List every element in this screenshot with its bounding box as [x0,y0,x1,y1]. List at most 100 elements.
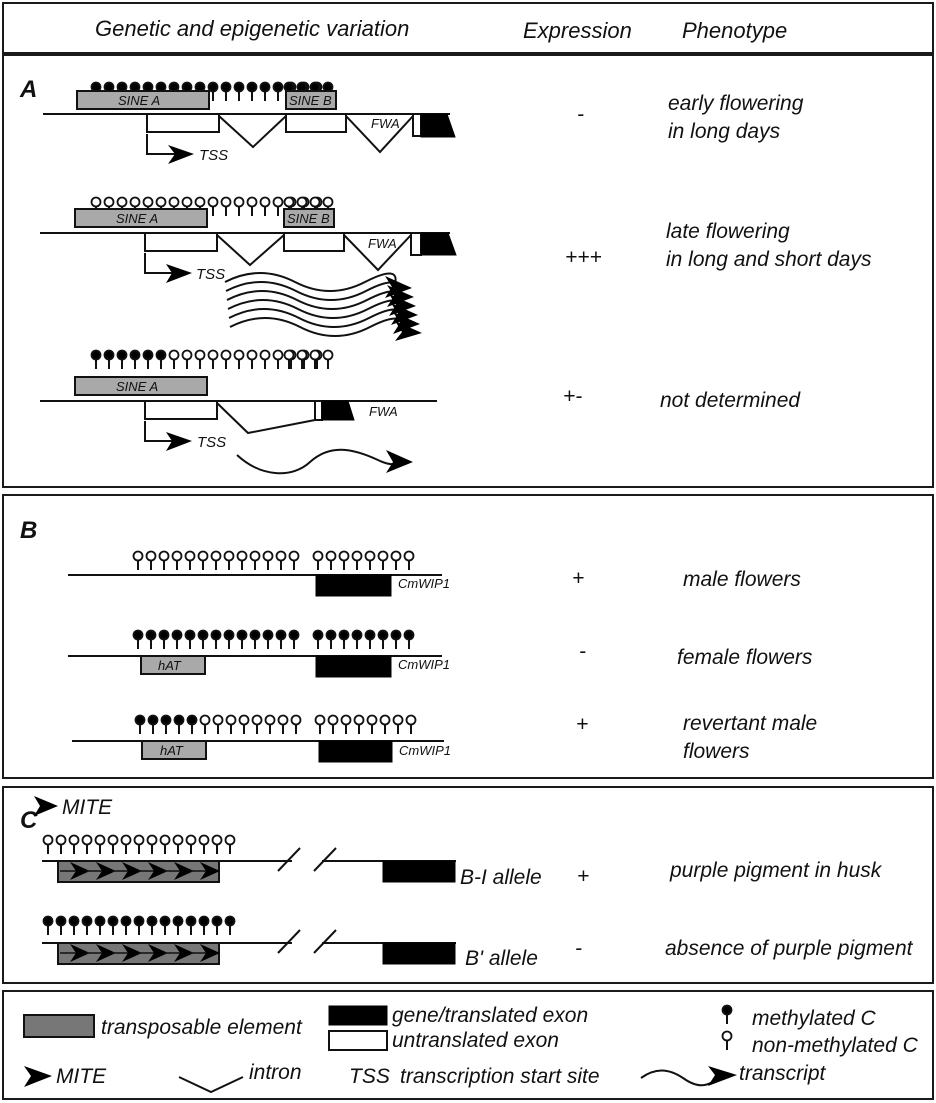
non-methylated-c-head [210,550,222,562]
non-methylated-c-head [392,714,404,726]
methylated-c-head [325,629,337,641]
expression-value: + [576,713,588,736]
mite-icon [24,1066,52,1087]
transcript-arrowhead [393,312,420,334]
methylated-c-head [288,629,300,641]
non-methylated-c-head [171,550,183,562]
panel-b: B CmWIP1 + male flowers hAT CmWIP1 - fem… [2,494,934,779]
header-frame [2,2,934,54]
expression-value: - [575,937,582,960]
translated-exon [321,400,355,421]
intron [216,402,316,435]
non-methylated-c-head [288,550,300,562]
non-methylated-c-head [275,550,287,562]
transcript-arrowhead [385,276,412,298]
phenotype-line-2: in long days [668,120,781,143]
panel-b-letter: B [20,517,37,544]
non-methylated-c-head [142,196,154,208]
translated-exon [382,860,456,883]
non-methylated-c-head [146,834,158,846]
phenotype-line-2: flowers [683,740,750,763]
panel-a: A SINE A SINE B FWA TSS - early flowerin… [2,54,934,488]
legend-te-label: transposable element [101,1016,303,1039]
non-methylated-c-head [236,550,248,562]
mite-arrow [148,862,168,880]
methylated-c-head [210,629,222,641]
hat-element [141,740,207,760]
non-methylated-c-icon [721,1030,733,1050]
non-methylated-c-head [81,834,93,846]
methylated-c-head [107,915,119,927]
methylated-c-head [220,81,232,93]
non-methylated-c-head [246,349,258,361]
non-methylated-c-head [251,714,263,726]
gene-label: CmWIP1 [399,743,451,758]
methylated-c-head [133,915,145,927]
non-methylation-markers [312,550,415,570]
methylated-c-head [246,81,258,93]
mite-icon [34,796,58,816]
non-methylation-markers [42,834,236,854]
non-methylated-c-head [246,196,258,208]
mite-arrow [148,944,168,962]
hat-label: hAT [158,658,182,673]
methylated-c-head [171,629,183,641]
methylated-c-head [223,629,235,641]
non-methylated-c-head [259,196,271,208]
methylated-c-head [338,629,350,641]
untranslated-exon [412,113,422,137]
non-methylated-c-head [366,714,378,726]
non-methylated-c-head [194,349,206,361]
translated-exon [382,942,456,965]
non-methylated-c-head [327,714,339,726]
non-methylated-c-head [207,349,219,361]
methylated-c-head [94,915,106,927]
non-methylated-c-head [94,834,106,846]
non-methylated-c-head [181,349,193,361]
untranslated-exon [285,113,347,133]
methylated-c-head [146,915,158,927]
non-methylated-c-head [296,349,308,361]
non-methylated-c-head [224,834,236,846]
non-methylated-c-head [181,196,193,208]
methylated-c-head [173,714,185,726]
break-mark [313,929,337,954]
methylated-c-head [129,349,141,361]
expression-value: +- [563,385,582,408]
non-methylated-c-head [132,550,144,562]
non-methylated-c-head [390,550,402,562]
non-methylated-c-head [353,714,365,726]
methylated-c-head [90,349,102,361]
non-methylation-markers [199,714,302,734]
non-methylated-c-head [145,550,157,562]
expression-value: - [577,103,584,126]
methylation-markers [312,629,415,649]
phenotype-line-1: revertant male [683,712,817,735]
tss-arrow [146,134,185,155]
untranslated-exon [410,232,422,256]
panel-c: C MITE B-I allele + purple pigment in hu… [2,786,934,984]
sine-a-label: SINE A [118,93,160,108]
legend-mite-label: MITE [56,1065,107,1088]
non-methylated-c-head [198,834,210,846]
non-methylated-c-head [312,550,324,562]
non-methylated-c-head [103,196,115,208]
non-methylated-c-head [322,196,334,208]
non-methylated-c-head [309,196,321,208]
untranslated-exon [283,232,345,252]
methylated-c-head [233,81,245,93]
mite-arrow [174,862,194,880]
legend-frame [2,990,934,1100]
untranslated-exon [314,400,323,421]
sine-a-element [74,376,208,396]
translated-exon [420,232,457,256]
phenotype-line-1: absence of purple pigment [665,937,914,960]
translated-exon [315,655,392,678]
methylated-c-head [403,629,415,641]
non-methylated-c-head [379,714,391,726]
non-methylated-c-head [172,834,184,846]
non-methylated-c-head [262,550,274,562]
non-methylated-c-head [272,349,284,361]
panel-c-letter: C [20,807,38,834]
tss-label: TSS [199,147,228,164]
